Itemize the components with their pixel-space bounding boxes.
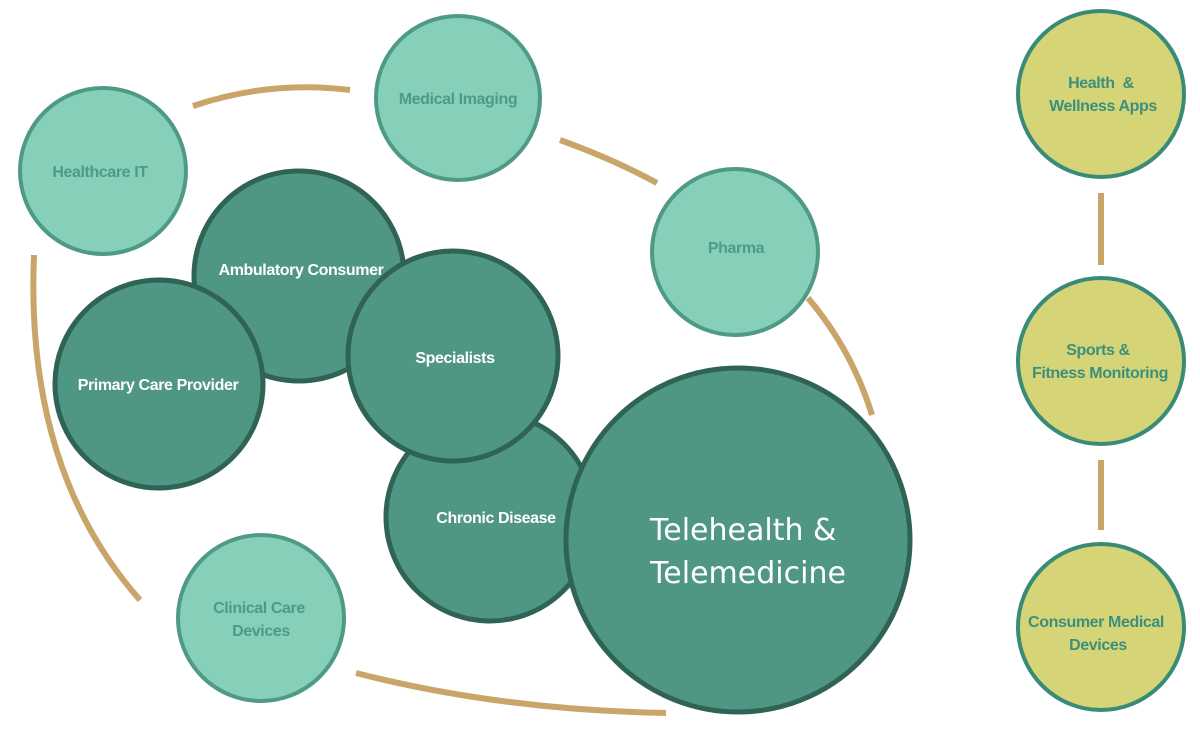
node-telehealth — [563, 365, 913, 715]
arc-bottom — [355, 670, 667, 716]
label-consumer-devices: Consumer Medical Devices — [1028, 614, 1168, 654]
arc-left-side — [30, 254, 143, 602]
label-clinical-care-line1: Clinical Care — [213, 600, 305, 617]
node-specialists — [345, 248, 561, 464]
label-telehealth: Telehealth & Telemedicine — [649, 513, 846, 591]
arc-healthcare-it-to-imaging — [192, 84, 351, 109]
label-ambulatory-consumer: Ambulatory Consumer — [219, 262, 384, 279]
label-chronic-disease: Chronic Disease — [436, 510, 556, 527]
node-healthcare-it — [18, 86, 188, 256]
node-consumer-devices — [1016, 542, 1186, 712]
label-health-wellness-apps: Health & Wellness Apps — [1049, 75, 1157, 115]
connector-arcs — [30, 84, 875, 716]
label-sports-fitness-line2: Fitness Monitoring — [1032, 365, 1168, 382]
node-pharma — [650, 167, 820, 337]
label-healthcare-it: Healthcare IT — [52, 164, 148, 181]
node-health-wellness-apps — [1016, 9, 1186, 179]
node-sports-fitness — [1016, 276, 1186, 446]
label-consumer-devices-line2: Devices — [1069, 637, 1127, 654]
arc-imaging-to-pharma — [558, 137, 659, 186]
label-clinical-care-line2: Devices — [232, 623, 290, 640]
label-telehealth-line1: Telehealth & — [649, 513, 836, 548]
label-health-wellness-line2: Wellness Apps — [1049, 98, 1157, 115]
arc-pharma-to-telehealth — [805, 296, 875, 416]
label-sports-fitness-line1: Sports & — [1066, 342, 1130, 359]
label-pharma: Pharma — [708, 240, 765, 257]
label-primary-care-provider: Primary Care Provider — [78, 377, 239, 394]
label-health-wellness-line1: Health & — [1068, 75, 1135, 92]
core-nodes: Ambulatory Consumer Primary Care Provide… — [52, 168, 913, 715]
label-sports-fitness: Sports & Fitness Monitoring — [1032, 342, 1168, 382]
outer-ring-nodes: Healthcare IT Medical Imaging Pharma Cli… — [18, 14, 820, 703]
node-medical-imaging — [374, 14, 542, 182]
label-medical-imaging: Medical Imaging — [399, 91, 517, 108]
label-consumer-devices-line1: Consumer Medical — [1028, 614, 1164, 631]
label-clinical-care-devices: Clinical Care Devices — [213, 600, 309, 640]
consumer-column-nodes: Health & Wellness Apps Sports & Fitness … — [1016, 9, 1186, 712]
label-telehealth-line2: Telemedicine — [649, 556, 846, 591]
label-specialists: Specialists — [415, 350, 495, 367]
node-clinical-care-devices — [176, 533, 346, 703]
node-primary-care-provider — [52, 277, 266, 491]
